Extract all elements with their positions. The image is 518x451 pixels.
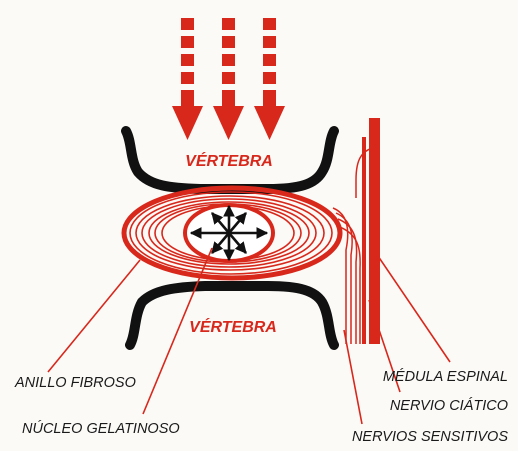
leader-nervios-sensitivos <box>343 329 363 425</box>
anillo-fibroso-label: ANILLO FIBROSO <box>14 375 136 391</box>
medula-espinal-label: MÉDULA ESPINAL <box>383 368 508 385</box>
nervio-ciatico-label: NERVIO CIÁTICO <box>390 397 508 414</box>
leader-nervio-ciatico <box>368 299 401 393</box>
expansion-arrows-icon <box>189 204 269 262</box>
down-arrow-icon <box>254 18 285 140</box>
vertebra-bottom-label: VÉRTEBRA <box>189 317 277 336</box>
vertebra-top-label: VÉRTEBRA <box>185 151 273 170</box>
leader-anillo-fibroso <box>47 259 141 373</box>
leader-nucleo-gelatinoso <box>142 247 213 415</box>
nucleo-gelatinoso-label: NÚCLEO GELATINOSO <box>22 420 180 437</box>
down-arrow-icon <box>213 18 244 140</box>
medula-espinal-shape <box>362 118 380 344</box>
nervios-sensitivos-label: NERVIOS SENSITIVOS <box>352 429 508 445</box>
leader-lines <box>47 247 451 425</box>
leader-medula-espinal <box>377 255 451 363</box>
nerve-lines <box>332 145 379 344</box>
vertebra-bottom <box>125 281 339 350</box>
pressure-arrows <box>172 18 285 140</box>
down-arrow-icon <box>172 18 203 140</box>
